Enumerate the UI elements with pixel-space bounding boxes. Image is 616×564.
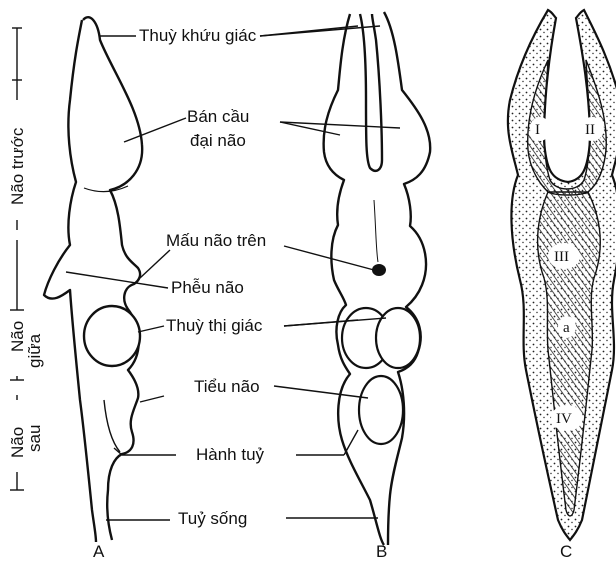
ventricle-1: I	[535, 122, 540, 138]
region-forebrain: Não trước	[8, 127, 27, 205]
ventricle-2: II	[585, 122, 595, 138]
brain-lateral-view	[44, 17, 142, 542]
label-medulla: Hành tuỷ	[196, 445, 265, 464]
panel-label-a: A	[93, 542, 105, 561]
label-olfactory-lobe: Thuỳ khứu giác	[139, 26, 257, 45]
label-cerebrum-line2: đại não	[190, 131, 246, 150]
label-cerebrum-line1: Bán cầu	[187, 107, 249, 126]
panel-label-c: C	[560, 542, 572, 561]
region-midbrain-line2: giữa	[25, 333, 44, 368]
label-pineal: Mấu não trên	[166, 231, 266, 250]
label-optic-lobe: Thuỳ thị giác	[166, 316, 263, 335]
region-hindbrain-line2: sau	[25, 425, 44, 452]
label-cerebellum: Tiểu não	[194, 377, 260, 396]
panel-label-b: B	[376, 542, 387, 561]
label-infundibulum: Phễu não	[171, 278, 244, 297]
ventricle-4: IV	[556, 411, 572, 427]
brain-section-view	[508, 10, 616, 540]
brain-dorsal-view	[324, 12, 431, 545]
cerebral-aqueduct: a	[563, 320, 570, 336]
ventricle-3: III	[554, 249, 569, 265]
label-spinal-cord: Tuỷ sống	[178, 509, 247, 528]
